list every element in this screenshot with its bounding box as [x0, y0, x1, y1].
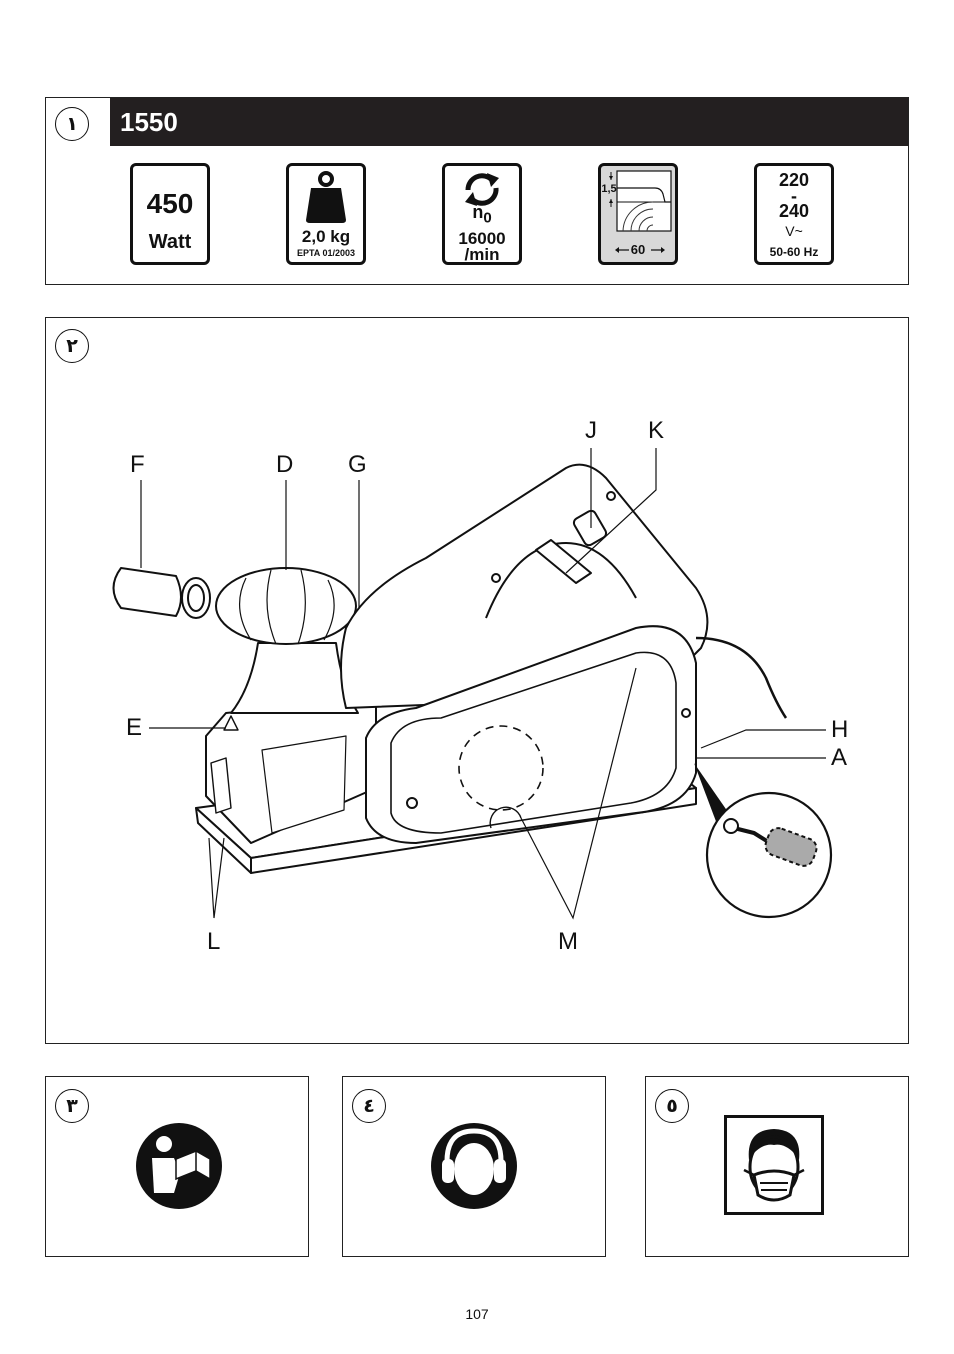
ear-protection-icon: [431, 1123, 517, 1209]
speed-unit: /min: [464, 245, 500, 264]
voltage-low: 220: [778, 170, 810, 190]
planing-depth: 1,5: [601, 183, 617, 195]
planer-illustration: [112, 448, 833, 920]
read-manual-panel: ٣: [45, 1076, 309, 1257]
model-title: 1550: [110, 98, 908, 146]
wrench-icon: [723, 818, 818, 867]
front-knob-stem: [230, 642, 359, 714]
label-L: L: [207, 928, 221, 955]
front-knob: [215, 567, 357, 645]
speed-n: n: [472, 202, 484, 222]
edge-marker: [223, 715, 239, 731]
label-E: E: [126, 714, 143, 741]
speed-subscript: 0: [483, 209, 492, 227]
weight-spec-box: 2,0 kg EPTA 01/2003: [286, 163, 366, 265]
panel-number-3: ٣: [55, 1089, 89, 1123]
specs-panel: ١ 1550 450 Watt 2,0 kg EPTA 01/2003 n0 1…: [45, 97, 909, 285]
label-M: M: [558, 928, 578, 955]
label-G: G: [348, 451, 367, 478]
label-K: K: [648, 417, 665, 444]
voltage-unit: V~: [785, 223, 803, 239]
label-A: A: [831, 744, 848, 771]
label-H: H: [831, 716, 849, 743]
chip-extractor-adapter: [112, 567, 182, 617]
belt-cover: [390, 651, 677, 834]
planing-depth-width-icon: [609, 170, 672, 253]
power-unit: Watt: [148, 231, 192, 253]
page-number: 107: [465, 1306, 489, 1322]
planing-spec-box: 1,5 60: [598, 163, 678, 265]
planing-width: 60: [630, 242, 646, 257]
screw: [406, 797, 418, 809]
screw: [491, 573, 501, 583]
weight-standard: EPTA 01/2003: [296, 248, 356, 258]
voltage-dash: -: [791, 186, 797, 206]
trigger: [572, 509, 608, 547]
power-cord: [695, 636, 788, 719]
power-spec-box: 450 Watt: [130, 163, 210, 265]
dust-mask-icon: [724, 1115, 824, 1215]
voltage-spec-box: 220 - 240 V~ 50-60 Hz: [754, 163, 834, 265]
tool-diagram-panel: ٢: [45, 317, 909, 1044]
lock-button: [535, 539, 592, 584]
panel-number-1: ١: [55, 107, 89, 141]
speed-symbol: n0: [445, 202, 519, 227]
rotation-icon: [465, 173, 499, 206]
panel-number-4: ٤: [352, 1089, 386, 1123]
label-D: D: [276, 451, 294, 478]
panel-number-5: ٥: [655, 1089, 689, 1123]
power-value: 450: [146, 188, 194, 219]
label-F: F: [130, 451, 145, 478]
speed-value: 16000: [458, 229, 506, 248]
voltage-high: 240: [778, 201, 810, 221]
read-manual-icon: [136, 1123, 222, 1209]
speed-spec-box: n0 16000 /min: [442, 163, 522, 265]
dust-mask-panel: ٥: [645, 1076, 909, 1257]
ear-protection-panel: ٤: [342, 1076, 606, 1257]
weight-icon: [306, 171, 346, 223]
label-J: J: [585, 417, 597, 444]
depth-knob: [458, 725, 544, 811]
screw: [606, 491, 616, 501]
weight-value: 2,0 kg: [301, 227, 351, 246]
screw: [681, 708, 691, 718]
panel-number-2: ٢: [55, 329, 89, 363]
voltage-frequency: 50-60 Hz: [769, 245, 819, 259]
